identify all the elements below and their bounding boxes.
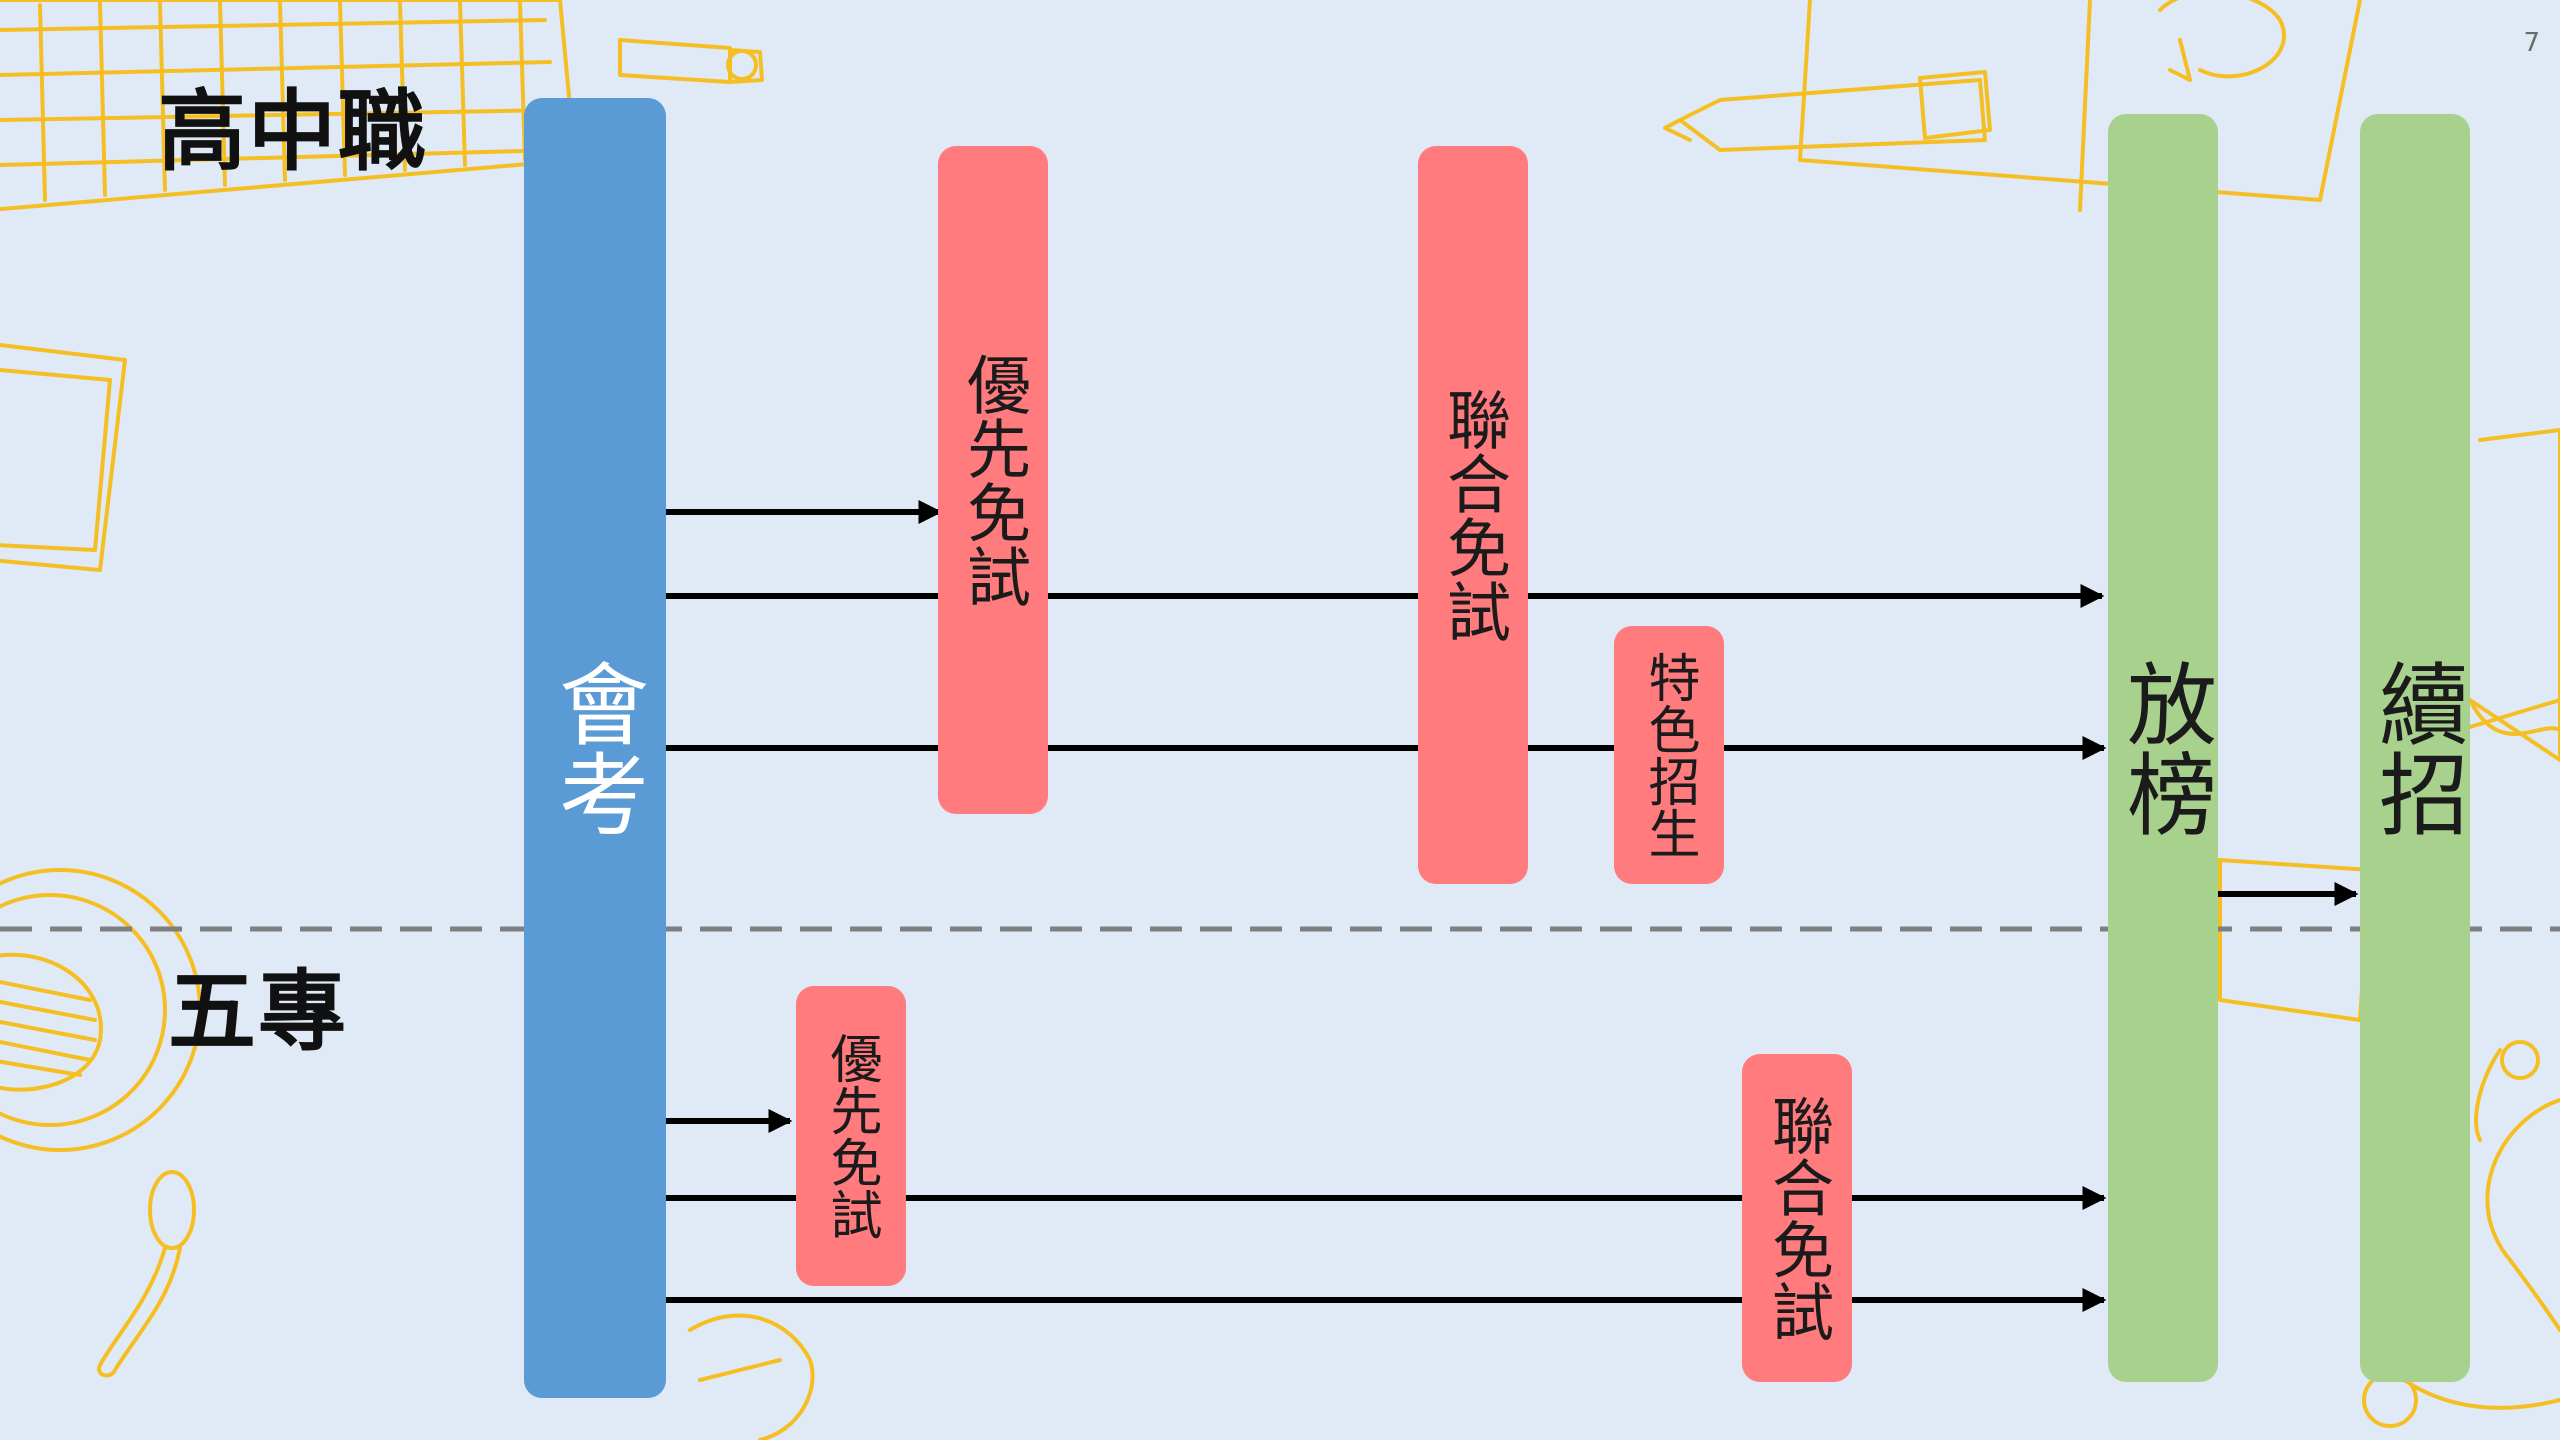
notebook-doodle-icon (1798, 0, 2362, 212)
exam-bar-label: 會考 (543, 658, 648, 838)
further-label: 續招 (2363, 658, 2468, 838)
hs-joint-bar: 聯合免試 (1418, 146, 1528, 884)
tablet-doodle-icon (0, 343, 127, 572)
paper-doodle-icon (688, 1313, 815, 1440)
announce-label: 放榜 (2111, 658, 2216, 838)
hs-special-label: 特色招生 (1639, 651, 1699, 859)
section-label-senior-high: 高中職 (158, 80, 429, 183)
phone-doodle-icon (2458, 428, 2560, 762)
section-label-junior-college: 五專 (168, 960, 349, 1063)
hs-joint-label: 聯合免試 (1436, 387, 1510, 643)
announce-bar: 放榜 (2108, 114, 2218, 1382)
page-number: 7 (2523, 28, 2540, 58)
usb-drive-doodle-icon (618, 38, 764, 84)
vc-joint-bar: 聯合免試 (1742, 1054, 1852, 1382)
further-bar: 續招 (2360, 114, 2470, 1382)
exam-bar: 會考 (524, 98, 666, 1398)
spoon-doodle-icon (97, 1170, 196, 1378)
hs-priority-bar: 優先免試 (938, 146, 1048, 814)
vc-priority-bar: 優先免試 (796, 986, 906, 1286)
hs-priority-label: 優先免試 (956, 352, 1030, 608)
coffee-cup-doodle-icon (0, 868, 202, 1152)
marker-doodle-icon (1663, 70, 1992, 152)
vc-joint-label: 聯合免試 (1761, 1094, 1834, 1342)
vc-priority-label: 優先免試 (821, 1032, 881, 1240)
hs-special-bar: 特色招生 (1614, 626, 1724, 884)
